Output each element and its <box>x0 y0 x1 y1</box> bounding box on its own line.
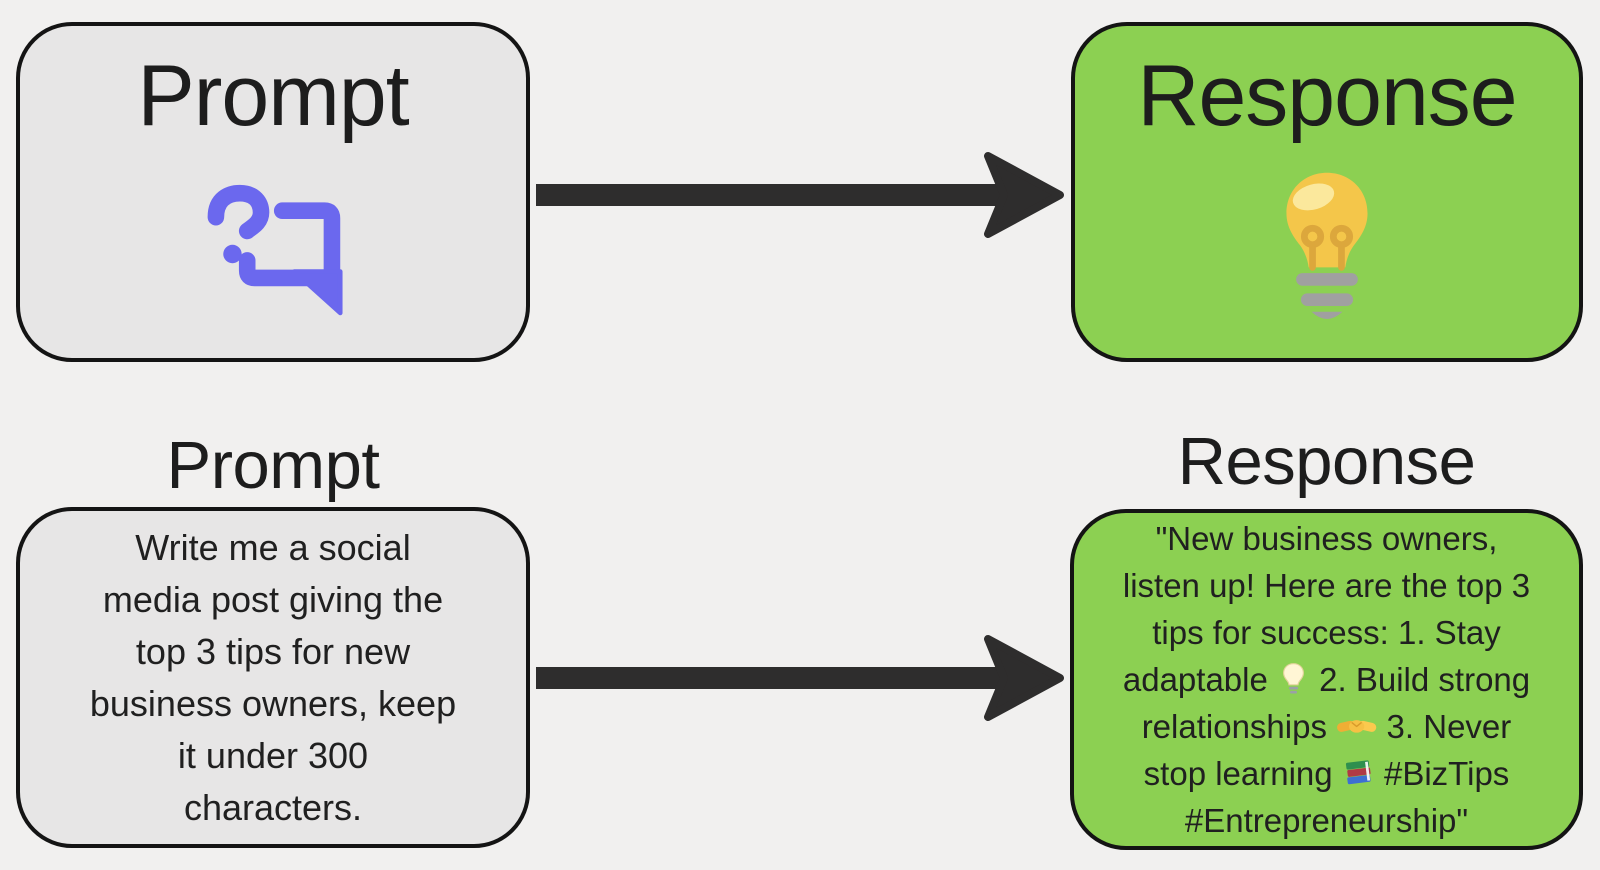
example-response-card: "New business owners, listen up! Here ar… <box>1070 509 1583 850</box>
response-icon-wrap <box>1268 148 1386 358</box>
prompt-card-title: Prompt <box>137 48 409 144</box>
arrow-right-icon <box>536 152 1064 238</box>
example-response-text: "New business owners, listen up! Here ar… <box>1122 520 1531 839</box>
lightbulb-icon <box>1286 172 1368 320</box>
question-chat-icon <box>207 184 343 316</box>
response-card-title: Response <box>1137 48 1517 144</box>
light-bulb-emoji <box>1283 663 1304 694</box>
prompt-icon-wrap <box>203 148 343 358</box>
example-prompt-text: Write me a social media post giving the … <box>89 526 457 828</box>
example-response-heading: Response <box>1177 424 1476 499</box>
prompt-card: Prompt <box>16 22 530 362</box>
example-prompt-heading: Prompt <box>166 428 380 503</box>
example-prompt-card: Write me a social media post giving the … <box>16 507 530 848</box>
arrow-right-icon <box>536 635 1064 721</box>
books-emoji <box>1345 760 1371 785</box>
response-card: Response <box>1071 22 1583 362</box>
handshake-emoji <box>1337 720 1377 733</box>
